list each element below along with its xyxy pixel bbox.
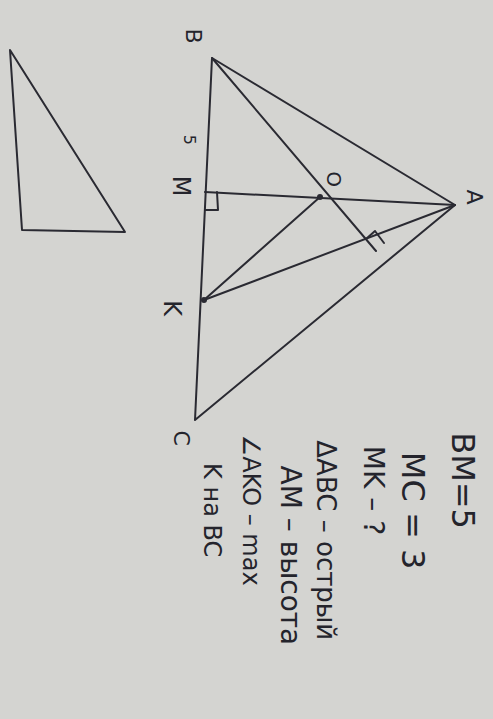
vertex-label: C [168, 430, 192, 445]
given-note: ΔABC – острый [312, 440, 341, 640]
segment-bo [212, 58, 376, 251]
right-angle-mark [205, 192, 218, 210]
right-angle-mark [366, 231, 384, 243]
length-label: 5 [180, 135, 198, 145]
point-label: K [159, 300, 185, 316]
segment-ko [204, 197, 320, 300]
segment-ak [204, 205, 455, 300]
point-label: O [323, 171, 345, 187]
altitude-am [205, 192, 455, 205]
question-note: MK – ? [357, 445, 388, 534]
triangle-abc [195, 58, 455, 420]
condition-note: ∠AKO – max [237, 435, 263, 586]
given-note: AM – высота [274, 465, 305, 645]
given-note: MC = 3 [395, 451, 430, 568]
point-label: M [167, 176, 193, 197]
vertex-label: A [461, 190, 485, 205]
small-triangle [10, 50, 125, 232]
given-note: BM=5 [444, 432, 479, 529]
vertex-label: B [180, 29, 204, 44]
point-o [317, 194, 323, 200]
point-k [201, 297, 207, 303]
condition-note: K на BC [199, 463, 225, 557]
